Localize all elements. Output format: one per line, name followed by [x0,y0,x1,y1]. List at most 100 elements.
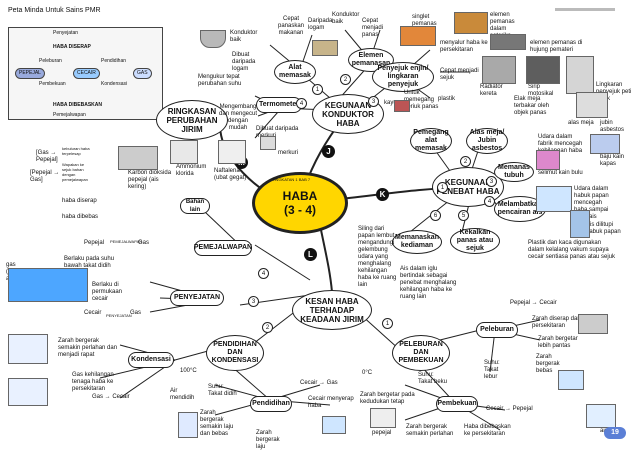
label-mengukur: Mengukur tepat perubahan suhu [198,74,242,87]
label-pepejal: Pepejal [84,240,105,246]
label-cecair: Cecair [84,310,102,316]
label-suhu-100: 100°C [180,368,197,374]
panel-penyejatan-top: Penyejatan [53,30,79,36]
label-haba-dibebas: haba dibebas [62,214,99,220]
label-daripada-logam-1: Daripada logam [308,18,333,31]
label-air-mendidih: Air mendidih [170,388,195,401]
node-bahan-lain: Bahan lain [180,198,210,214]
label-zarah-getar-kedudukan: Zarah bergetar pada kedudukan tetap [360,392,415,405]
panel-haba-diserap: HABA DISERAP [53,44,91,50]
panel-kondensasi: Kondensasi [101,81,128,87]
node-alas-meja: Alas meja/ Jubin asbestos [466,128,508,154]
label-pepejal-gas: [Pepejal → Gas] [30,170,60,183]
node-ringkasan: RINGKASAN PERUBAHAN JIRIM [156,100,228,140]
label-cecair-pepejal: Cecair → Pepejal [486,406,533,412]
panel-pepejal: PEPEJAL [15,68,45,79]
letter-l: L [304,248,317,261]
label-suhu-didih: Suhu: Takat didih [208,384,237,397]
node-kekalkan: Kekalkan panas atau sejuk [450,228,500,254]
num-j3: 3 [368,96,379,107]
link-center-l [319,224,333,293]
label-zarah-pendidihan: Zarah bergerak semakin laju dan bebas [200,410,234,437]
panel-haba-dibebas: HABA DIBEBASKAN [53,102,102,108]
label-zarah-menyerap: Zarah diserap dari persekitaran [532,316,581,329]
num-l3: 3 [248,296,259,307]
label-plastik: plastik [438,96,456,102]
num-l2: 2 [262,322,273,333]
label-jubin-asbestos: jubin asbestos [600,120,625,133]
label-cepat-menjadi-panas: Cepat menjadi panas [362,18,384,38]
fridge-coil-image [566,56,594,94]
label-ais-udara: Ais dalam iglu bertindak sebagai penebat… [400,266,457,300]
num-j1: 1 [312,84,323,95]
header-rule [555,8,615,11]
label-kayu: kayu [384,100,397,106]
label-konduktor-baik-1: Konduktor baik [230,30,258,43]
label-haba-dibebaskan: Haba dibebaskan ke persekitaran [464,424,511,437]
node-pemejalwapan: PEMEJALWAPAN [194,240,252,256]
cloth-image [590,134,620,154]
panel-gas: GAS [133,68,152,79]
label-radiator: Radiator kereta [480,84,503,97]
dry-ice-image [118,146,158,170]
state-cycle-panel: Penyejatan HABA DISERAP PEPEJAL CECAIR G… [8,27,163,120]
label-gas-pepejal: [Gas → Pepejal] [36,150,58,163]
label-berlaku-bawah: Berlaku pada suhu bawah takat didih [64,256,115,269]
panel-peleburan: Peleburan [39,58,62,64]
label-cecair-menyerap: Cecair menyerap haba [308,396,354,409]
num-k4: 4 [484,196,495,207]
label-zarah-kondensasi: Zarah bergerak semakin perlahan dan menj… [58,338,118,358]
center-title: HABA [282,189,318,203]
vacuum-flask-image [570,210,590,238]
letter-j: J [322,145,335,158]
panel-pembekuan: Pembekuan [39,81,66,87]
mothball-image [218,140,246,164]
label-suhu-lebur: Suhu: Takat lebur [484,360,500,380]
node-pemegang: Pemegang alat memasak [410,128,452,154]
center-tingkatan: TINGKATAN 1 BAB 7 [272,177,311,182]
center-subtitle: (3 - 4) [283,203,316,217]
panel-pemejalwapan: Pemejalwapan [53,112,86,118]
node-pendidihan: Pendidihan [250,396,292,412]
num-k2: 2 [460,156,471,167]
liquid-particles-image [322,416,346,434]
label-mengembang: Mengembang dan mengecut dengan mudah [218,104,258,131]
num-k1: 1 [437,182,448,193]
label-ais-small: ais [600,428,608,435]
num-k3: 3 [486,176,497,187]
node-alat-memasak: Alat memasak [274,60,316,84]
label-cepat-sejuk: Cepat menjadi sejuk [440,68,479,81]
node-memanas-tubuh: Memanas tubuh [494,162,534,182]
label-ais-habuk: Ais dilitupi habuk papan [586,222,621,235]
label-elemen-hujung: elemen pemanas di hujung pemateri [530,40,583,53]
label-kebuluran: kebuluran haba terpelesap [62,146,90,156]
blanket-image [536,150,560,170]
label-berlaku-permukaan: Berlaku di permukaan cecair [92,282,123,302]
solid-particles-image [370,408,396,428]
label-gas-cecair: Gas → Cecair [92,394,130,400]
node-penyejuk: Penyejuk enjin/ lingkaran penyejuk [372,62,434,92]
node-kegunaan-konduktor: KEGUNAAN KONDUKTOR HABA [312,94,384,134]
num-j4: 4 [296,98,307,109]
ice-cube-image [586,404,616,428]
wok-image [200,30,226,48]
node-pembekuan: Pembekuan [436,396,478,412]
label-gas-kehilangan: Gas kehilangan tenaga haba ke persekitar… [72,372,114,392]
thermometer-image [260,136,276,150]
label-zarah-laju: Zarah bergerak laju [256,430,280,450]
label-gas-2: Gas [130,310,142,316]
panel-pendidihan: Pendidihan [101,58,127,64]
beaker-evaporation-image [8,268,88,302]
label-gas: Gas [138,240,150,246]
num-l1: 1 [382,318,393,329]
node-pendidihan-kondensasi: PENDIDIHAN DAN KONDENSASI [206,335,264,371]
label-sirip: Sirip motosikal [528,84,554,97]
central-topic: HABA (3 - 4) [252,172,348,234]
label-singlet: singlet pemanas [412,14,437,27]
iron-image [454,12,488,34]
solid-lattice-image [578,314,608,334]
label-dibuat-logam: Dibuat daripada logam [232,52,256,72]
panel-cecair: CECAIR [73,68,100,79]
gas-particles-image [8,378,48,406]
